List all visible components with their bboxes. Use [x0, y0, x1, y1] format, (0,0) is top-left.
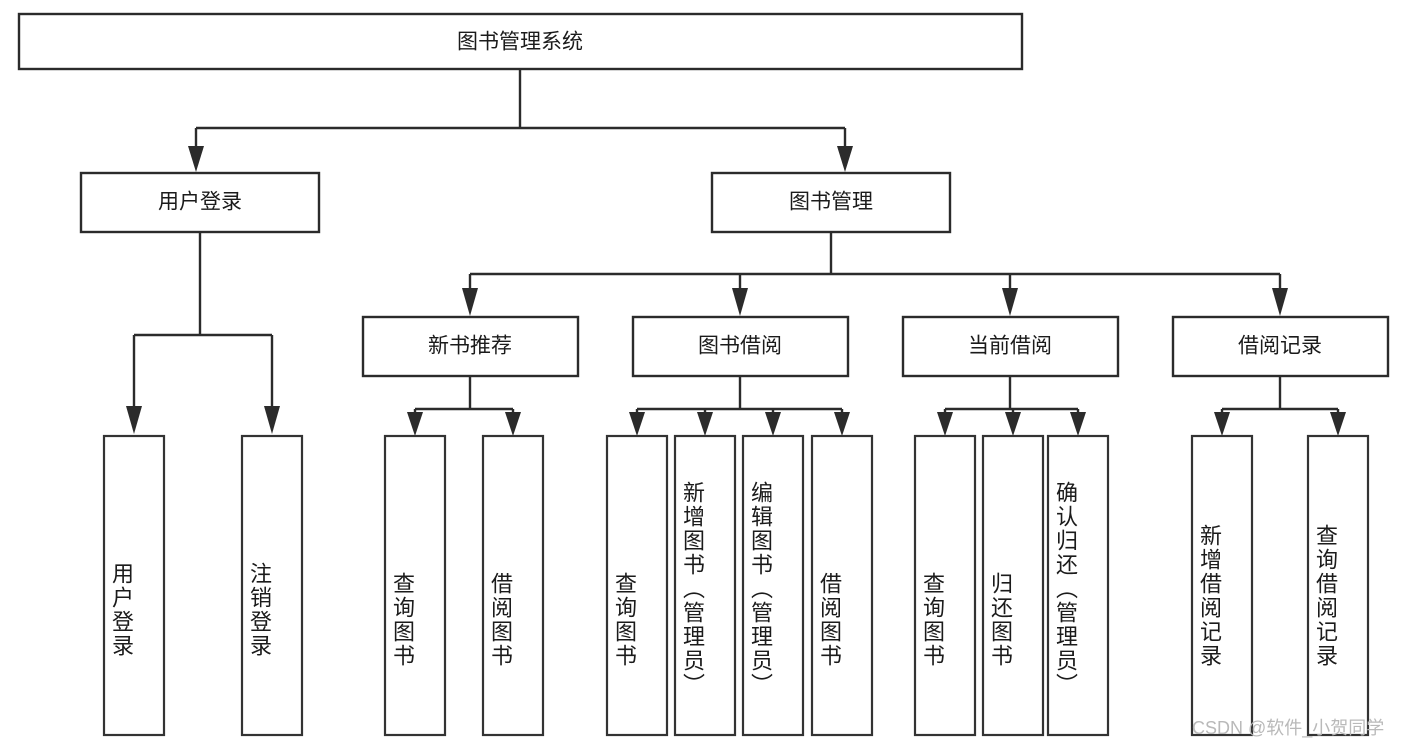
borrow-record-box — [1171, 315, 1390, 378]
node-borrow-record[interactable]: 借阅记录 — [1171, 315, 1390, 378]
node-user-login[interactable]: 用户登录 — [79, 171, 321, 234]
arrow-to-leaf-user-logout — [264, 406, 280, 434]
leaf-box-edit-book[interactable] — [741, 434, 805, 737]
arrow-to-user-login — [188, 146, 204, 172]
node-book-manage[interactable]: 图书管理 — [710, 171, 952, 234]
arrow-to-leaf-query-record — [1330, 412, 1346, 436]
book-borrow-label: 图书借阅 — [698, 335, 782, 358]
arrow-to-new-book-recommend — [462, 288, 478, 316]
arrow-to-current-borrow — [1002, 288, 1018, 316]
node-current-borrow[interactable]: 当前借阅 — [901, 315, 1120, 378]
new-book-recommend-label: 新书推荐 — [428, 335, 512, 358]
arrow-to-leaf-add-book — [697, 412, 713, 436]
node-book-borrow[interactable]: 图书借阅 — [631, 315, 850, 378]
arrow-to-leaf-add-record — [1214, 412, 1230, 436]
leaf-box-query-book-2[interactable] — [605, 434, 669, 737]
node-root[interactable]: 图书管理系统 — [17, 12, 1024, 71]
arrow-to-book-borrow — [732, 288, 748, 316]
new-book-recommend-box — [361, 315, 580, 378]
arrow-to-leaf-query-book-3 — [937, 412, 953, 436]
arrow-to-leaf-user-login — [126, 406, 142, 434]
current-borrow-box — [901, 315, 1120, 378]
arrow-to-leaf-borrow-book-2 — [834, 412, 850, 436]
book-borrow-box — [631, 315, 850, 378]
node-new-book-recommend[interactable]: 新书推荐 — [361, 315, 580, 378]
borrow-record-label: 借阅记录 — [1238, 335, 1322, 358]
arrow-to-leaf-query-book-1 — [407, 412, 423, 436]
leaf-box-add-book[interactable] — [673, 434, 737, 737]
leaf-box-confirm-return[interactable] — [1046, 434, 1110, 737]
user-login-label: 用户登录 — [158, 191, 242, 214]
leaf-box-user-login[interactable] — [102, 434, 166, 737]
leaf-box-query-book-1[interactable] — [383, 434, 447, 737]
arrow-to-leaf-return-book — [1005, 412, 1021, 436]
arrow-to-leaf-confirm-return — [1070, 412, 1086, 436]
book-manage-label: 图书管理 — [789, 191, 873, 214]
arrow-to-borrow-record — [1272, 288, 1288, 316]
root-label: 图书管理系统 — [457, 31, 583, 54]
leaf-box-add-record[interactable] — [1190, 434, 1254, 737]
leaf-box-query-book-3[interactable] — [913, 434, 977, 737]
arrow-to-book-manage — [837, 146, 853, 172]
leaf-box-user-logout[interactable] — [240, 434, 304, 737]
book-manage-box — [710, 171, 952, 234]
arrow-to-leaf-edit-book — [765, 412, 781, 436]
leaf-box-query-record[interactable] — [1306, 434, 1370, 737]
arrow-to-leaf-query-book-2 — [629, 412, 645, 436]
leaf-box-return-book[interactable] — [981, 434, 1045, 737]
leaf-box-borrow-book-2[interactable] — [810, 434, 874, 737]
leaf-box-borrow-book-1[interactable] — [481, 434, 545, 737]
arrow-to-leaf-borrow-book-1 — [505, 412, 521, 436]
current-borrow-label: 当前借阅 — [968, 335, 1052, 358]
root-box — [17, 12, 1024, 71]
